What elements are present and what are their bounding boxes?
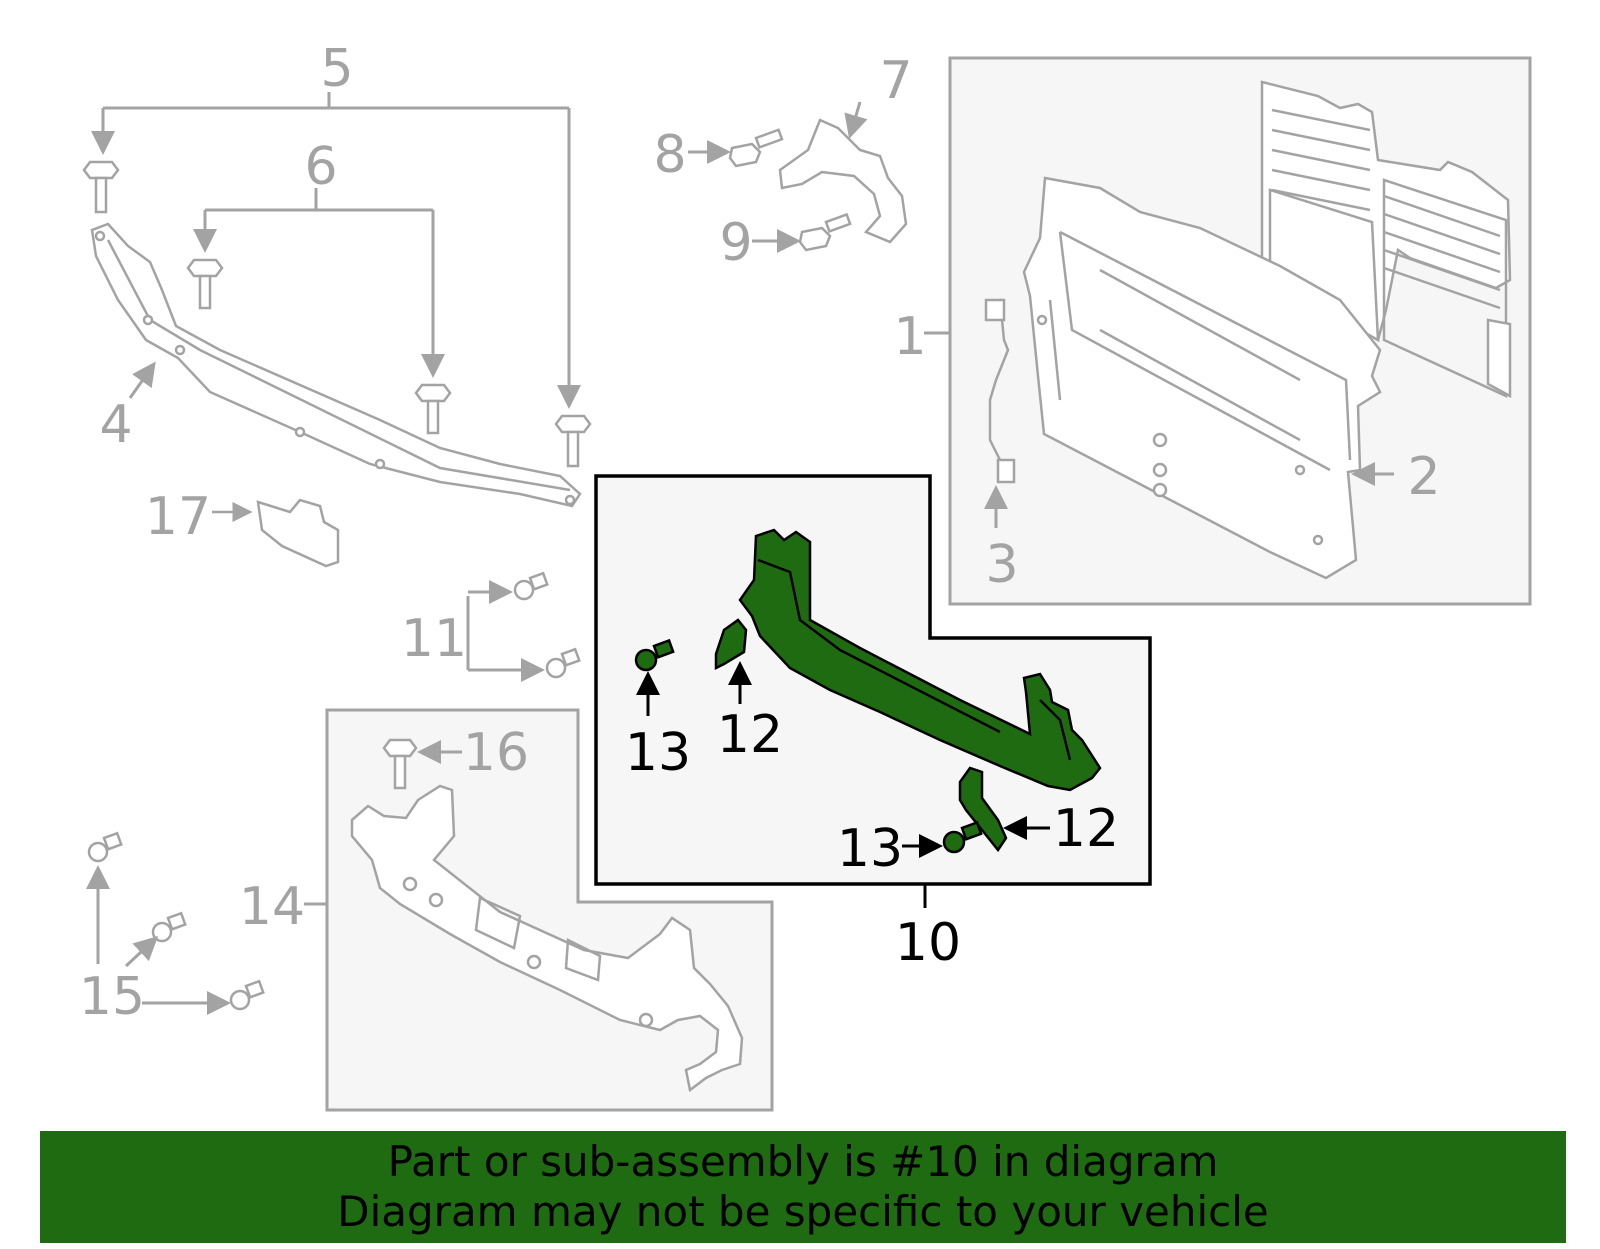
bolt-icons-8-9 — [688, 128, 852, 253]
callout-2: 2 — [1407, 447, 1440, 507]
part-11-clips — [466, 571, 581, 682]
callout-13a: 13 — [625, 723, 691, 783]
callout-12b: 12 — [1053, 799, 1119, 859]
callout-7: 7 — [879, 51, 912, 111]
banner-line-2: Diagram may not be specific to your vehi… — [337, 1187, 1269, 1236]
part-15-clips — [86, 831, 265, 1015]
callout-4: 4 — [99, 395, 132, 455]
banner-line-1: Part or sub-assembly is #10 in diagram — [387, 1137, 1219, 1186]
bolt-icons-5-6 — [82, 160, 592, 468]
part-10-reinforcement[interactable] — [738, 528, 1102, 792]
callout-9: 9 — [719, 213, 752, 273]
leaders-1-3 — [924, 331, 1394, 528]
info-banner: Part or sub-assembly is #10 in diagram D… — [40, 1131, 1566, 1243]
callout-17: 17 — [145, 487, 211, 547]
part-17-sensor — [212, 498, 340, 568]
callout-10: 10 — [895, 913, 961, 973]
leaders-10-12-13 — [636, 661, 1050, 908]
callout-8: 8 — [653, 125, 686, 185]
callout-1: 1 — [893, 307, 926, 367]
callout-14: 14 — [239, 877, 305, 937]
callout-15: 15 — [79, 967, 145, 1027]
part-13-clips[interactable] — [634, 638, 983, 854]
callout-12a: 12 — [717, 705, 783, 765]
callout-5: 5 — [320, 39, 353, 99]
callout-13b: 13 — [837, 819, 903, 879]
part-7-bracket — [778, 101, 908, 244]
part-2-shutter-assembly — [1260, 80, 1512, 399]
bolt-icon-16 — [382, 738, 462, 790]
part-4-bumper-reinforcement — [90, 222, 582, 508]
callout-16: 16 — [463, 723, 529, 783]
part-12-brackets[interactable] — [714, 618, 1008, 853]
part-14-absorber — [350, 784, 744, 1093]
part-1-radiator-support — [1022, 176, 1382, 580]
part-3-wire-harness — [984, 298, 1016, 484]
callout-3: 3 — [985, 535, 1018, 595]
leaders-5-6 — [91, 92, 581, 409]
callout-11: 11 — [401, 609, 467, 669]
callout-6: 6 — [304, 137, 337, 197]
